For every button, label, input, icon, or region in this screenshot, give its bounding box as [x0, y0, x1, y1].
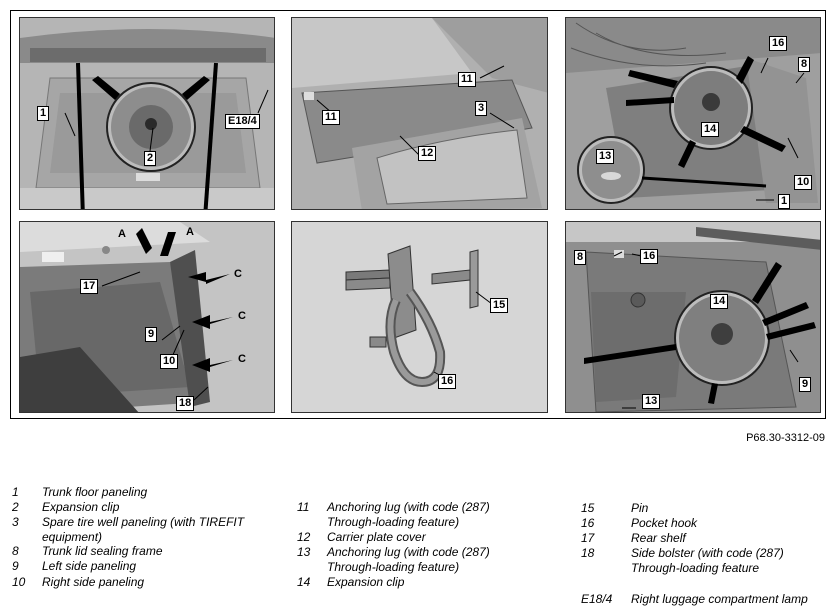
callout-9: 9 — [145, 327, 158, 342]
rear-shelf-illustration — [20, 222, 274, 412]
callout-8-b: 8 — [574, 250, 587, 265]
panel-rear-shelf: A A 17 C C 9 10 C 18 — [19, 221, 275, 413]
callout-16-b: 16 — [438, 374, 457, 389]
panel-pocket-hook: 15 16 — [291, 221, 548, 413]
left-side-illustration — [566, 222, 820, 412]
figure-frame: 1 2 E18/4 11 11 3 12 — [10, 10, 826, 419]
callout-11-b: 11 — [458, 72, 476, 87]
callout-16: 16 — [769, 36, 788, 51]
panel-spare-tire-well: 11 11 3 12 — [291, 17, 548, 210]
trunk-overview-illustration — [20, 18, 274, 209]
callout-18: 18 — [176, 396, 195, 411]
callout-2: 2 — [144, 151, 157, 166]
callout-10: 10 — [794, 175, 813, 190]
callout-8: 8 — [798, 57, 811, 72]
figure-reference: P68.30-3312-09 — [746, 432, 825, 444]
callout-12: 12 — [418, 146, 437, 161]
callout-14-b: 14 — [710, 294, 729, 309]
callout-10-b: 10 — [160, 354, 179, 369]
callout-3: 3 — [475, 101, 488, 116]
callout-17: 17 — [80, 279, 99, 294]
callout-c-2: C — [238, 310, 246, 322]
callout-13-b: 13 — [642, 394, 661, 409]
callout-1: 1 — [37, 106, 50, 121]
callout-a-1: A — [118, 228, 126, 240]
callout-16-c: 16 — [640, 249, 659, 264]
panel-right-side-detail: 16 8 14 13 10 1 — [565, 17, 821, 210]
callout-13: 13 — [596, 149, 615, 164]
callout-a-2: A — [186, 226, 194, 238]
spare-tire-well-illustration — [292, 18, 547, 209]
callout-15: 15 — [490, 298, 509, 313]
panel-trunk-overview: 1 2 E18/4 — [19, 17, 275, 210]
callout-1-b: 1 — [778, 194, 791, 209]
callout-c-1: C — [234, 268, 242, 280]
pocket-hook-illustration — [292, 222, 547, 412]
callout-c-3: C — [238, 353, 246, 365]
panel-left-side: 8 16 14 9 13 — [565, 221, 821, 413]
callout-11-a: 11 — [322, 110, 340, 125]
callout-14: 14 — [701, 122, 720, 137]
callout-e18-4: E18/4 — [225, 114, 260, 129]
callout-9-b: 9 — [799, 377, 812, 392]
